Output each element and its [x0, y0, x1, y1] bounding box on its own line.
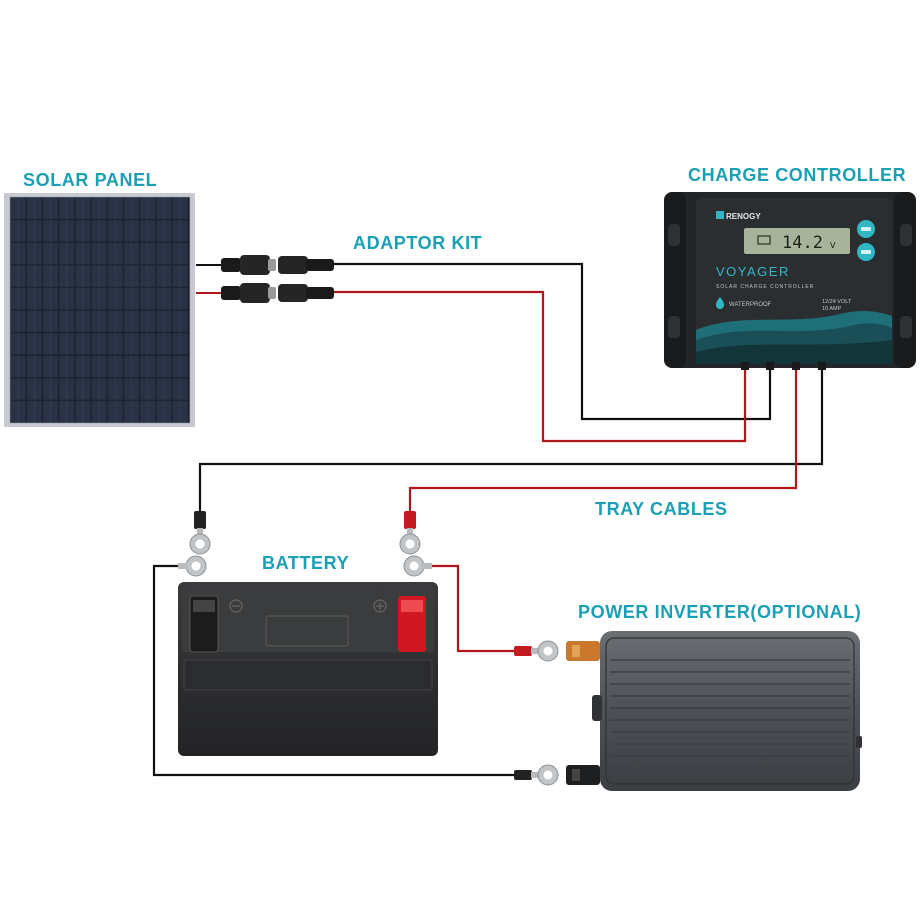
model-name: VOYAGER [716, 264, 790, 279]
tray-positive-terminal [399, 511, 421, 555]
controller-terminals [741, 362, 826, 370]
inverter-negative-ring [514, 764, 559, 786]
tray-cables-label: TRAY CABLES [595, 499, 728, 519]
waterproof-text: WATERPROOF [729, 302, 772, 308]
adaptor-kit-label: ADAPTOR KIT [353, 233, 482, 253]
inverter-positive-ring [514, 640, 559, 662]
battery [178, 582, 438, 756]
battery-negative-to-inverter-wire [152, 564, 514, 777]
battery-positive-ring [403, 555, 432, 577]
mc4-connector-positive [221, 283, 334, 303]
lcd-voltage: 14.2 [782, 233, 823, 253]
minus-sign [229, 599, 243, 613]
power-inverter [566, 631, 862, 791]
tray-negative-wire [198, 368, 824, 514]
wires [152, 262, 824, 777]
battery-label: BATTERY [262, 553, 349, 573]
solar-panel-label: SOLAR PANEL [23, 170, 157, 190]
renogy-logo-icon [716, 211, 724, 219]
brand-name: RENOGY [726, 212, 761, 221]
tray-positive-wire [408, 368, 798, 514]
rating-voltage: 12/24 VOLT [822, 299, 852, 305]
tray-negative-terminal [189, 511, 211, 555]
power-inverter-label: POWER INVERTER(OPTIONAL) [578, 602, 861, 622]
rating-amperage: 10 AMP [822, 306, 842, 312]
battery-negative-ring [178, 555, 207, 577]
inverter-negative-post [566, 765, 600, 785]
inverter-positive-post [566, 641, 600, 661]
pv-positive-wire [332, 290, 747, 443]
mc4-connector-negative [221, 255, 334, 275]
lcd-unit: V [830, 241, 836, 250]
charge-controller-label: CHARGE CONTROLLER [688, 165, 906, 185]
model-subtitle: SOLAR CHARGE CONTROLLER [716, 284, 814, 290]
plus-sign [373, 599, 387, 613]
adaptor-kit [221, 255, 334, 303]
battery-positive-to-inverter-wire [430, 564, 514, 653]
water-drop-icon [716, 297, 724, 309]
lcd-display [744, 228, 850, 254]
solar-panel [4, 193, 195, 427]
pv-negative-wire [332, 262, 772, 421]
charge-controller: RENOGY 14.2 V VOYAGER SOLAR CHARGE CONTR… [664, 192, 916, 368]
